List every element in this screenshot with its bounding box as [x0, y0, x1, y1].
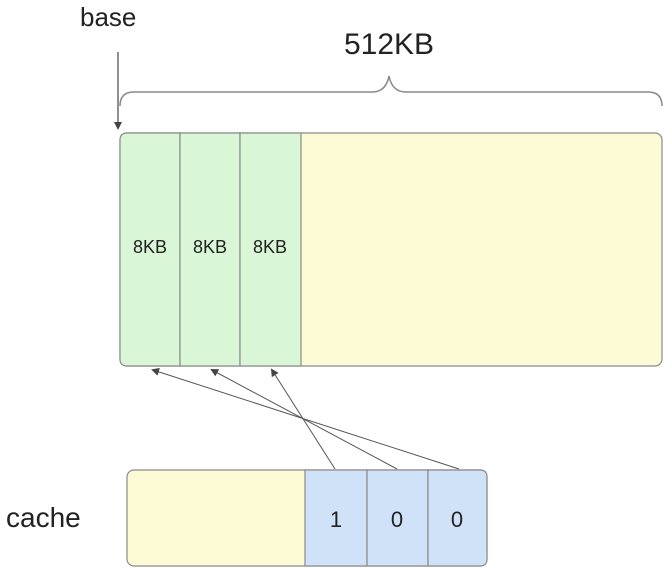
size-brace: [119, 75, 663, 107]
mapping-arrow-2: [270, 368, 336, 470]
allocated-block-2: [239, 132, 302, 367]
allocated-blocks: [119, 132, 302, 367]
mapping-arrow-0: [151, 368, 460, 470]
allocated-block-0: [119, 132, 181, 367]
block-label-0: 8KB: [133, 237, 167, 257]
cache-bit-cell-2: [427, 469, 488, 567]
cache-bit-value-0: 1: [330, 507, 342, 532]
cache-bit-value-2: 0: [451, 507, 463, 532]
base-label: base: [80, 2, 136, 32]
size-label: 512KB: [344, 28, 434, 61]
block-label-1: 8KB: [193, 237, 227, 257]
cache-bit-value-1: 0: [391, 507, 403, 532]
mapping-arrow-1: [210, 369, 398, 470]
cache-bit-cell-1: [366, 469, 429, 567]
cache-label: cache: [6, 502, 81, 533]
block-label-2: 8KB: [253, 237, 287, 257]
cache-bits: [304, 469, 488, 567]
